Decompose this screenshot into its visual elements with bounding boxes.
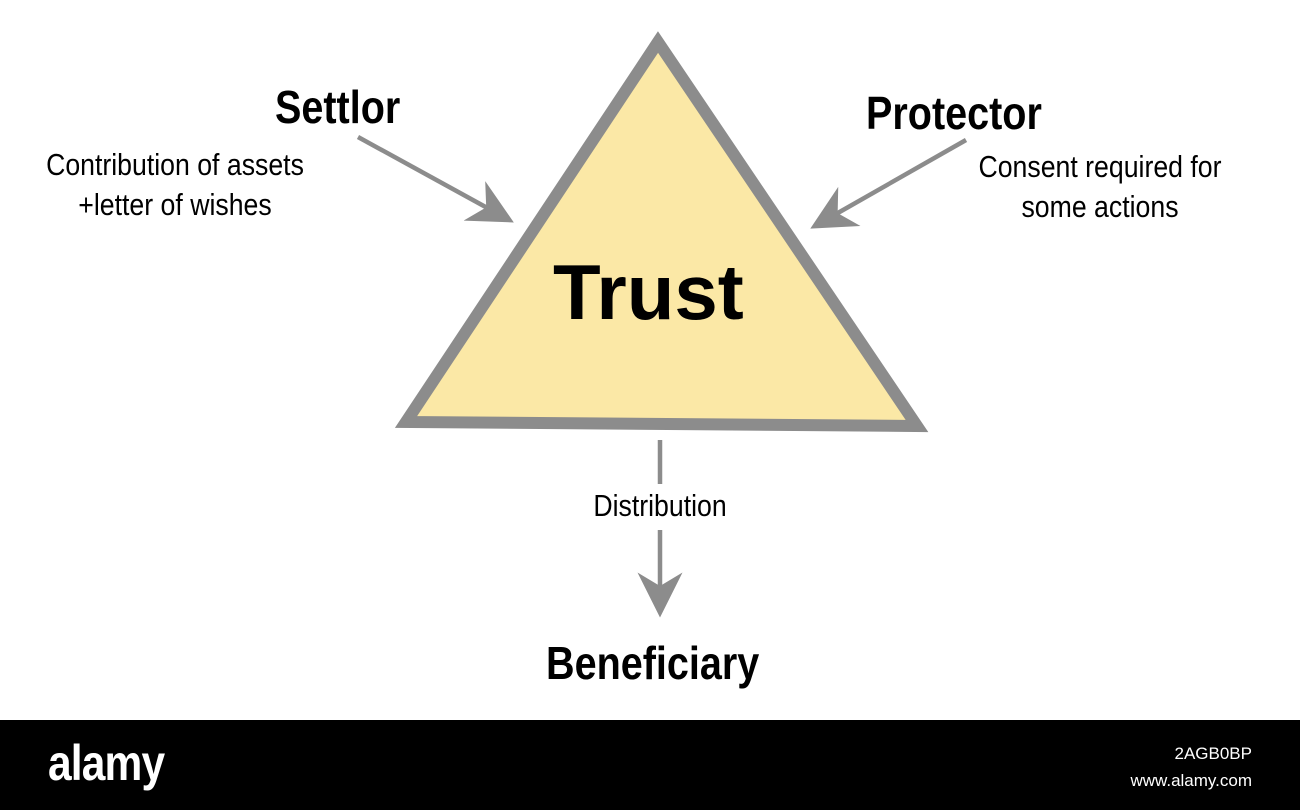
- protector-title: Protector: [866, 87, 1042, 139]
- watermark-footer: alamy 2AGB0BP www.alamy.com: [0, 720, 1300, 810]
- image-meta: 2AGB0BP www.alamy.com: [1130, 740, 1252, 794]
- site-url: www.alamy.com: [1130, 771, 1252, 790]
- trust-label: Trust: [553, 248, 744, 336]
- settlor-description-line-2: +letter of wishes: [78, 187, 272, 223]
- beneficiary-title: Beneficiary: [546, 637, 760, 689]
- diagram-canvas: Settlor Contribution of assets +letter o…: [26, 31, 1245, 689]
- settlor-title: Settlor: [275, 81, 401, 133]
- protector-description-line-2: some actions: [1021, 189, 1179, 225]
- brand-logo: alamy: [48, 735, 165, 791]
- protector-arrow: [810, 138, 968, 229]
- trust-diagram: [356, 31, 968, 618]
- trust-triangle: [394, 31, 929, 433]
- distribution-label: Distribution: [593, 488, 727, 523]
- settlor-description-line-1: Contribution of assets: [46, 147, 304, 182]
- settlor-arrow: [356, 135, 514, 223]
- protector-description-line-1: Consent required for: [978, 149, 1222, 184]
- settlor-description: Contribution of assets +letter of wishes: [26, 147, 324, 223]
- image-id: 2AGB0BP: [1174, 744, 1253, 763]
- protector-description: Consent required for some actions: [956, 149, 1245, 225]
